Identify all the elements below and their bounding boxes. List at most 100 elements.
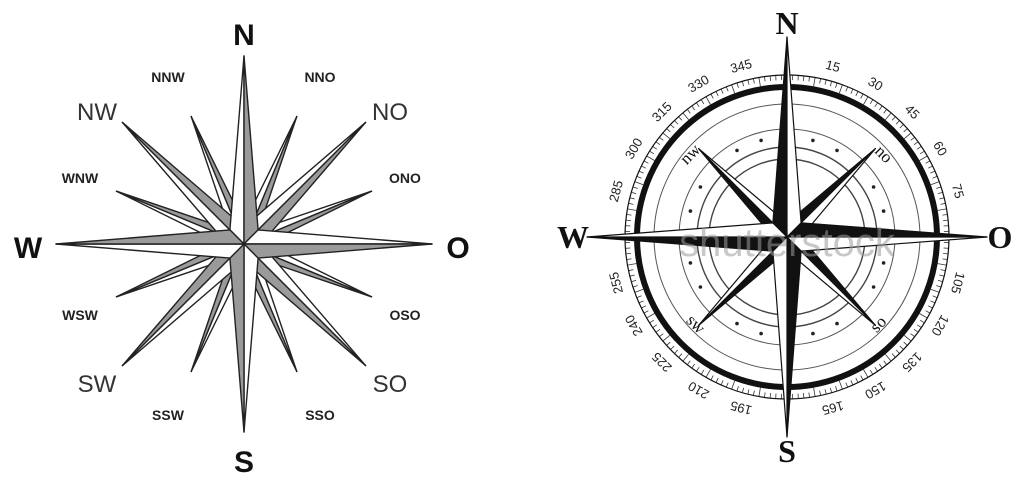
right-label-southeast: so [866,312,890,336]
ring-dot [835,321,839,326]
degree-tick [884,353,892,362]
right-label-west: W [557,219,589,255]
degree-label-135: 135 [899,349,925,375]
left-label-southwest: SW [78,371,117,398]
degree-tick [731,380,736,390]
degree-tick [899,345,904,350]
degree-tick [930,181,940,186]
ring-dot [698,285,703,289]
degree-tick [725,86,729,92]
degree-tick [919,155,928,161]
degree-tick [819,78,822,84]
degree-tick [643,310,649,314]
watermark-text: shutterstock [679,221,896,265]
degree-label-345: 345 [729,56,754,76]
degree-tick [636,175,642,179]
degree-label-210: 210 [685,378,711,402]
degree-tick [855,377,859,383]
degree-label-45: 45 [902,101,923,122]
degree-tick [764,392,766,398]
degree-tick [895,120,900,125]
degree-tick [747,79,750,85]
ring-dot [759,331,763,336]
degree-tick [936,285,942,288]
right-point-s-light-half [772,236,788,438]
right-label-south: S [778,433,796,469]
degree-tick [747,389,750,395]
degree-tick [674,120,679,125]
ring-dot [881,261,886,265]
degree-tick [874,102,878,108]
degree-tick [710,375,714,381]
degree-tick [874,366,878,372]
degree-tick [838,380,843,390]
right-label-north: N [775,5,798,41]
degree-tick [649,150,655,155]
degree-tick [686,360,691,365]
left-rose-points [55,55,433,433]
left-compass-rose: N O S W NO SO SW NW NNO ONO OSO SSO SSW … [14,19,470,479]
left-label-ssw: SSW [152,407,185,423]
degree-tick [895,349,900,354]
degree-tick [662,334,671,342]
degree-tick [863,96,869,105]
degree-tick [899,124,904,129]
degree-tick [655,328,661,333]
left-label-west: W [14,232,43,265]
degree-tick [869,369,874,375]
degree-tick [883,109,888,114]
degree-tick [937,279,943,283]
degree-tick [919,313,928,319]
degree-tick [652,146,658,150]
left-point-s-shaded-half [229,243,245,433]
degree-tick [705,96,711,105]
degree-label-15: 15 [824,57,842,75]
left-point-w-light-half [55,243,245,259]
degree-tick [625,253,631,255]
degree-tick [835,82,838,88]
degree-tick [659,333,664,338]
degree-tick [803,393,805,399]
degree-tick [916,324,922,328]
degree-tick [808,76,810,82]
degree-tick [636,295,642,299]
ring-dot [759,138,763,143]
degree-tick [850,380,854,386]
degree-tick [850,88,854,94]
degree-tick [845,86,849,92]
degree-tick [903,128,908,133]
ring-dot [881,209,886,213]
degree-tick [659,136,664,141]
degree-tick [943,253,949,255]
degree-tick [691,363,696,369]
degree-tick [638,300,644,304]
right-label-northeast: no [871,141,896,166]
degree-tick [764,76,766,82]
left-point-e-light-half [243,229,433,245]
degree-label-120: 120 [928,312,952,338]
degree-tick [631,279,637,283]
left-label-sso: SSO [305,407,335,423]
degree-tick [910,136,915,141]
degree-tick [813,77,816,87]
degree-label-240: 240 [622,312,646,338]
degree-label-195: 195 [729,398,754,418]
degree-tick [903,334,912,342]
degree-tick [626,214,632,216]
degree-tick [700,369,705,375]
degree-tick [937,191,943,195]
degree-tick [646,155,655,161]
degree-tick [937,208,947,211]
right-point-n-dark-half [772,36,788,238]
left-label-nnw: NNW [151,69,185,85]
degree-tick [939,197,945,200]
degree-tick [769,393,771,399]
degree-tick [696,102,700,108]
ring-dot [688,261,693,265]
ring-dot [735,321,739,326]
degree-label-330: 330 [685,72,711,96]
degree-tick [855,91,859,97]
degree-tick [758,77,761,87]
degree-tick [891,353,896,358]
degree-tick [891,116,896,121]
